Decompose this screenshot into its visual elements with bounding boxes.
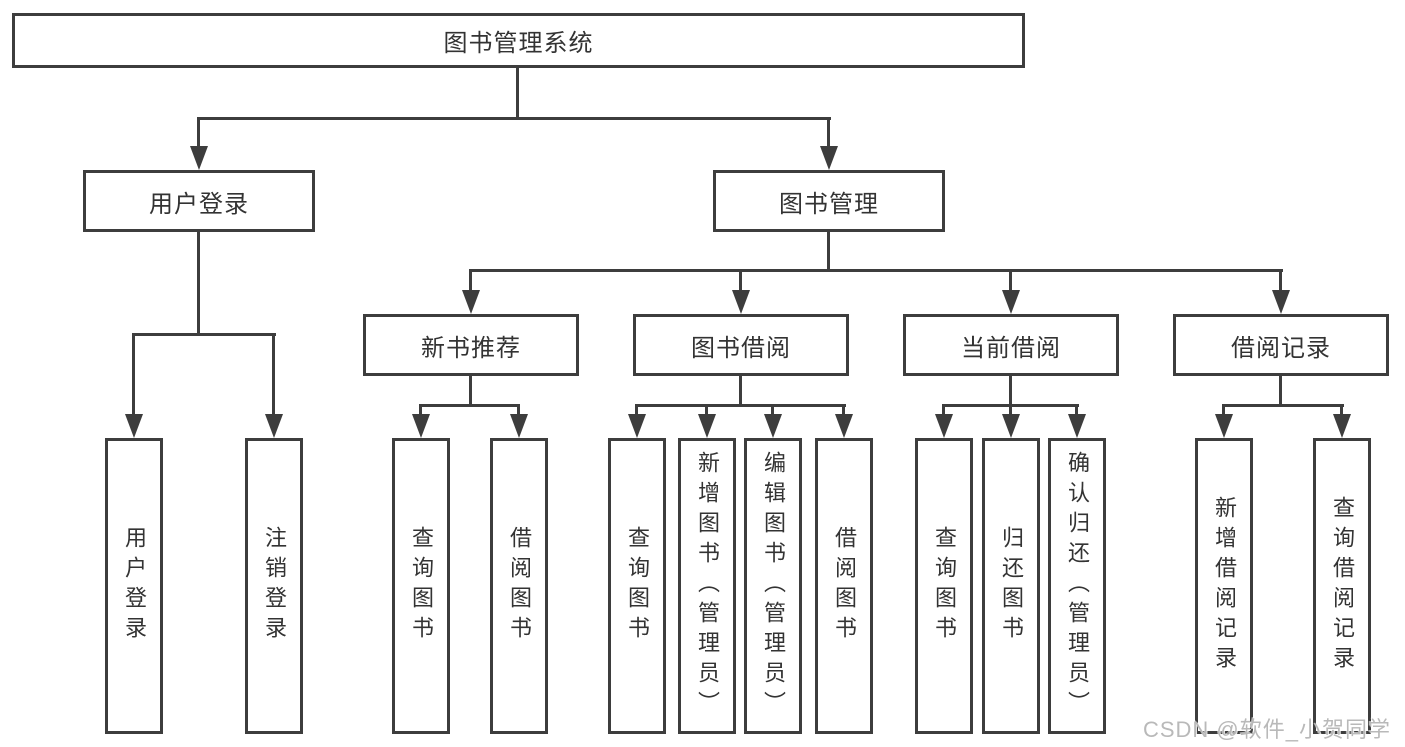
arrow-down-icon bbox=[412, 414, 430, 438]
connector-line bbox=[419, 404, 520, 407]
node-user-login: 用户登录 bbox=[83, 170, 315, 232]
csdn-watermark: CSDN @软件_小贺同学 bbox=[1142, 717, 1391, 742]
leaf-current-query-book: 查询图书 bbox=[915, 438, 973, 734]
leaf-current-return-book: 归还图书 bbox=[982, 438, 1040, 734]
connector-line bbox=[1222, 404, 1344, 407]
arrow-down-icon bbox=[1333, 414, 1351, 438]
connector-line bbox=[739, 269, 742, 295]
arrow-down-icon bbox=[1068, 414, 1086, 438]
node-label: 图书管理系统 bbox=[443, 30, 594, 57]
connector-line bbox=[132, 333, 135, 421]
connector-line bbox=[197, 232, 200, 336]
leaf-recommend-borrow-book: 借阅图书 bbox=[490, 438, 548, 734]
node-label: 确认归还（管理员） bbox=[1065, 451, 1090, 721]
connector-line bbox=[1279, 376, 1282, 407]
node-label: 查询图书 bbox=[932, 526, 957, 646]
arrow-down-icon bbox=[698, 414, 716, 438]
node-label: 新书推荐 bbox=[421, 334, 521, 362]
connector-line bbox=[516, 68, 519, 118]
node-label: 借阅记录 bbox=[1231, 334, 1331, 362]
node-label: 查询图书 bbox=[625, 526, 650, 646]
node-label: 借阅图书 bbox=[832, 526, 857, 646]
node-label: 新增图书（管理员） bbox=[695, 451, 720, 721]
node-label: 用户登录 bbox=[149, 190, 249, 218]
node-label: 借阅图书 bbox=[507, 526, 532, 646]
node-book-borrowing: 图书借阅 bbox=[633, 314, 849, 376]
node-label: 查询图书 bbox=[409, 526, 434, 646]
arrow-down-icon bbox=[1002, 414, 1020, 438]
connector-line bbox=[1009, 376, 1012, 407]
node-label: 归还图书 bbox=[999, 526, 1024, 646]
node-label: 新增借阅记录 bbox=[1212, 496, 1237, 676]
leaf-borrowing-query-book: 查询图书 bbox=[608, 438, 666, 734]
connector-line bbox=[469, 269, 472, 295]
connector-line bbox=[197, 117, 831, 120]
node-label: 用户登录 bbox=[122, 526, 147, 646]
leaf-borrowing-edit-book-admin: 编辑图书（管理员） bbox=[744, 438, 802, 734]
node-current-borrowing: 当前借阅 bbox=[903, 314, 1119, 376]
arrow-down-icon bbox=[265, 414, 283, 438]
arrow-down-icon bbox=[125, 414, 143, 438]
node-label: 编辑图书（管理员） bbox=[761, 451, 786, 721]
connector-line bbox=[132, 333, 276, 336]
arrow-down-icon bbox=[1272, 290, 1290, 314]
leaf-borrowing-add-book-admin: 新增图书（管理员） bbox=[678, 438, 736, 734]
arrow-down-icon bbox=[820, 146, 838, 170]
leaf-logout: 注销登录 bbox=[245, 438, 303, 734]
leaf-current-confirm-return-admin: 确认归还（管理员） bbox=[1048, 438, 1106, 734]
connector-line bbox=[739, 376, 742, 407]
arrow-down-icon bbox=[732, 290, 750, 314]
node-borrow-records: 借阅记录 bbox=[1173, 314, 1389, 376]
connector-line bbox=[1009, 269, 1012, 295]
connector-line bbox=[827, 232, 830, 272]
arrow-down-icon bbox=[510, 414, 528, 438]
node-new-book-recommend: 新书推荐 bbox=[363, 314, 579, 376]
node-book-management: 图书管理 bbox=[713, 170, 945, 232]
arrow-down-icon bbox=[835, 414, 853, 438]
leaf-recommend-query-book: 查询图书 bbox=[392, 438, 450, 734]
node-label: 图书管理 bbox=[779, 190, 879, 218]
arrow-down-icon bbox=[764, 414, 782, 438]
leaf-records-query-record: 查询借阅记录 bbox=[1313, 438, 1371, 734]
node-label: 图书借阅 bbox=[691, 334, 791, 362]
arrow-down-icon bbox=[935, 414, 953, 438]
connector-line bbox=[272, 333, 275, 421]
arrow-down-icon bbox=[190, 146, 208, 170]
connector-line bbox=[469, 376, 472, 407]
connector-line bbox=[635, 404, 846, 407]
connector-line bbox=[469, 269, 1283, 272]
connector-line bbox=[197, 117, 200, 152]
node-label: 当前借阅 bbox=[961, 334, 1061, 362]
node-label: 查询借阅记录 bbox=[1330, 496, 1355, 676]
connector-line bbox=[1279, 269, 1282, 295]
leaf-borrowing-borrow-book: 借阅图书 bbox=[815, 438, 873, 734]
node-label: 注销登录 bbox=[262, 526, 287, 646]
connector-line bbox=[827, 117, 830, 152]
node-library-system: 图书管理系统 bbox=[12, 13, 1025, 68]
arrow-down-icon bbox=[1215, 414, 1233, 438]
arrow-down-icon bbox=[628, 414, 646, 438]
arrow-down-icon bbox=[1002, 290, 1020, 314]
arrow-down-icon bbox=[462, 290, 480, 314]
leaf-records-add-record: 新增借阅记录 bbox=[1195, 438, 1253, 734]
leaf-user-login: 用户登录 bbox=[105, 438, 163, 734]
